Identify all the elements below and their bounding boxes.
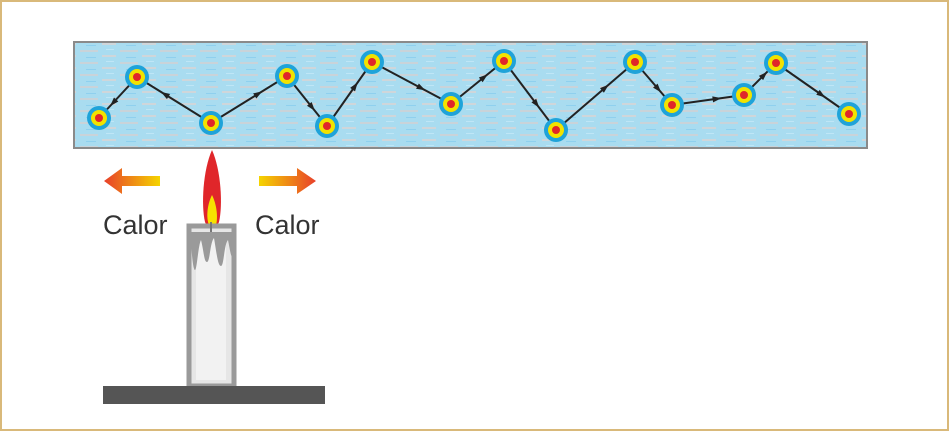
particle-icon: [199, 111, 223, 135]
path-segment: [775, 62, 850, 115]
path-arrowhead: [160, 91, 171, 100]
path-arrowhead: [816, 89, 826, 98]
particle-icon: [837, 102, 861, 126]
path-arrowhead: [253, 91, 263, 99]
path-arrowhead: [599, 84, 609, 93]
path-segment: [136, 76, 212, 124]
path-segment: [210, 75, 288, 124]
particles: [87, 49, 861, 142]
particle-icon: [732, 83, 756, 107]
path-arrowhead: [350, 82, 358, 92]
path-segment: [555, 61, 636, 131]
path-arrowhead: [306, 102, 315, 111]
path-arrowhead: [653, 83, 662, 93]
path-segment: [503, 60, 557, 131]
particle-icon: [315, 114, 339, 138]
heat-arrow-left-icon: [104, 168, 160, 194]
path-arrowhead: [478, 74, 488, 83]
particle-icon: [275, 64, 299, 88]
particle-icon: [125, 65, 149, 89]
heat-arrow-right-icon: [259, 168, 316, 194]
particle-icon: [492, 49, 516, 73]
candle-icon: [186, 222, 237, 389]
candle-base: [103, 386, 325, 404]
path-segment: [326, 61, 373, 127]
heat-label-left: Calor: [103, 210, 168, 240]
heat-label-right: Calor: [255, 210, 320, 240]
particle-icon: [87, 106, 111, 130]
path-arrowhead: [110, 97, 119, 107]
particle-icon: [439, 92, 463, 116]
particle-icon: [764, 51, 788, 75]
path-arrowhead: [416, 83, 426, 91]
flame-icon: [203, 150, 221, 228]
path-segment: [671, 94, 745, 106]
path-arrowhead: [531, 98, 540, 108]
path-arrowhead: [712, 96, 722, 103]
particle-icon: [360, 50, 384, 74]
particle-icon: [660, 93, 684, 117]
particle-icon: [544, 118, 568, 142]
particle-icon: [623, 50, 647, 74]
path-segment: [371, 61, 452, 105]
path-arrowhead: [758, 71, 768, 81]
